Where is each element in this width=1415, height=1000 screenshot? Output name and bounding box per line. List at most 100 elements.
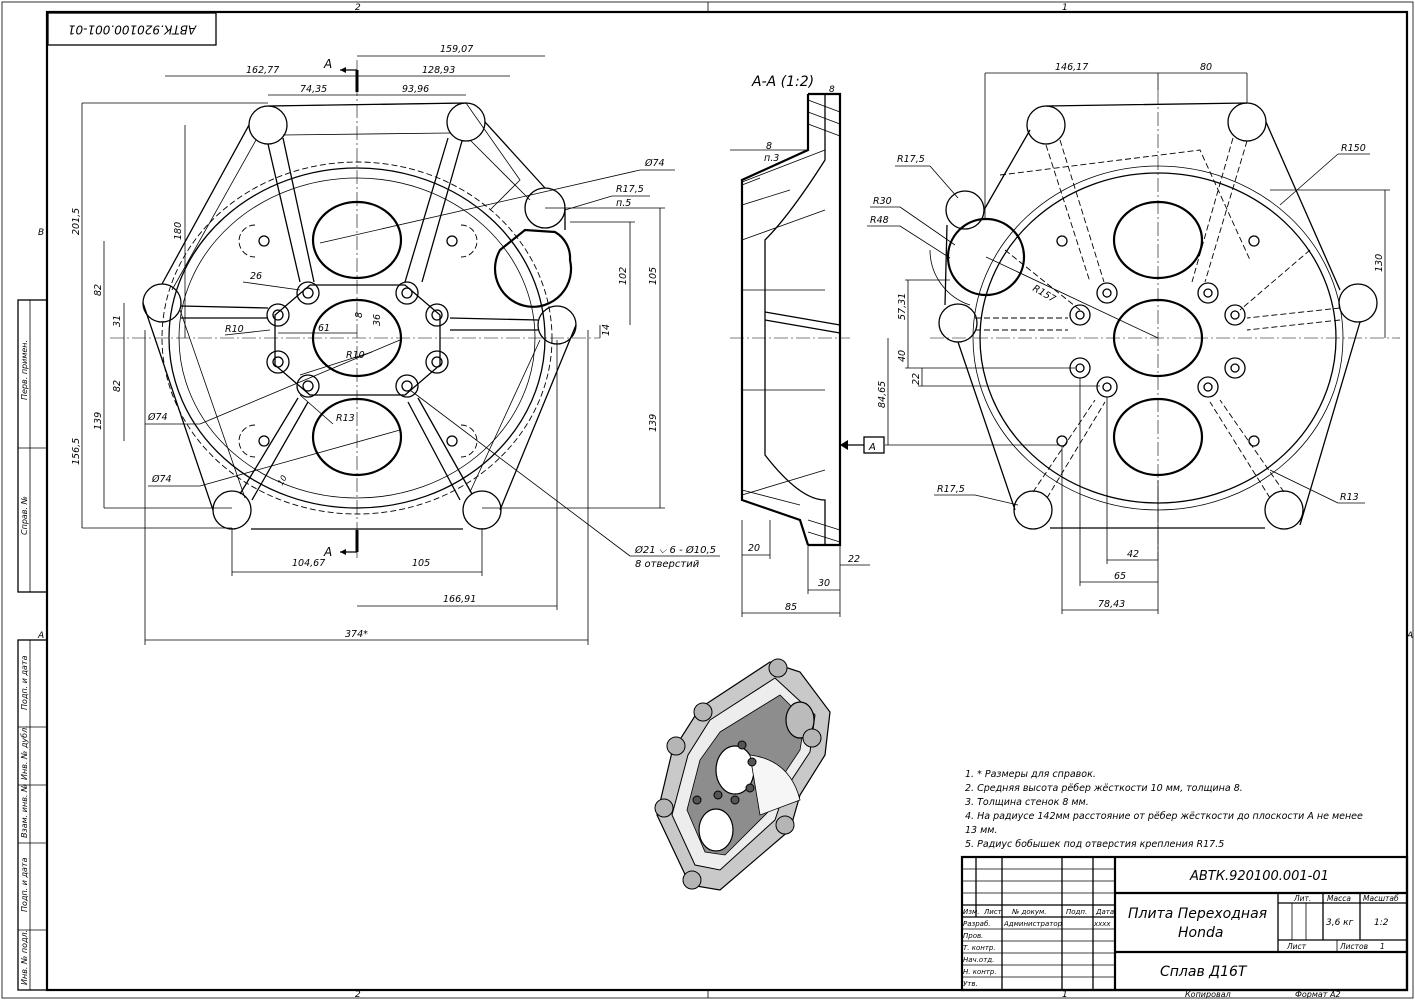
note-2: 2. Средняя высота рёбер жёсткости 10 мм,… [965, 783, 1243, 794]
strip-label-2: Справ. № [20, 496, 29, 535]
rdim-80: 80 [1200, 62, 1212, 73]
tb-col-lit: Лит. [1293, 894, 1311, 903]
isometric-view [654, 658, 831, 891]
dim-93-96: 93,96 [402, 84, 429, 95]
rdim-r150: R150 [1341, 143, 1366, 154]
tb-h-date: Дата [1095, 908, 1114, 916]
rear-view-dims: 146,17 80 R150 R17,5 R30 R48 R157 130 57… [867, 62, 1390, 614]
section-title-sub: 8 [829, 85, 835, 95]
dim-139-right: 139 [648, 414, 659, 432]
section-mark-top: A [323, 57, 332, 71]
dim-162-77: 162,77 [246, 65, 279, 76]
strip-label-1: Перв. примен. [20, 340, 29, 400]
rdim-130: 130 [1374, 254, 1385, 272]
tb-r-nachotd: Нач.отд. [963, 956, 994, 964]
zone-label-side-b: B [38, 228, 44, 238]
note-3: 3. Толщина стенок 8 мм. [965, 797, 1089, 808]
rdim-65: 65 [1114, 571, 1126, 582]
stamp-box [47, 12, 217, 46]
sec-dim-30: 30 [818, 578, 830, 589]
dim-10: 10 [276, 474, 289, 487]
tb-format: Формат A2 [1295, 990, 1341, 999]
zone-label-side-a: A [37, 631, 44, 641]
rdim-r48: R48 [870, 215, 889, 226]
hole-note-1: Ø21 ⌵ 6 - Ø10,5 [634, 544, 716, 556]
note-5: 5. Радиус бобышек под отверстия креплени… [965, 839, 1224, 850]
front-view: A A [110, 57, 600, 560]
tb-developer: Администратор [1003, 920, 1063, 928]
tb-r-nkontr: Н. контр. [963, 968, 997, 976]
note-1: 1. * Размеры для справок. [965, 769, 1096, 780]
dim-31: 31 [112, 315, 123, 327]
rdim-r17-5-bottom: R17,5 [937, 484, 965, 495]
dim-61: 61 [318, 323, 330, 334]
stamp-code: АВТК.920100.001-01 [68, 23, 197, 37]
rdim-r17-5-top: R17,5 [897, 154, 925, 165]
rdim-78-43: 78,43 [1098, 599, 1125, 610]
dim-82-top: 82 [93, 284, 104, 296]
dim-102: 102 [618, 267, 629, 285]
rear-view [929, 90, 1400, 560]
tb-mass: 3,6 кг [1326, 918, 1354, 928]
sec-dim-22: 22 [848, 554, 860, 565]
tb-name-2: Honda [1178, 925, 1223, 941]
rdim-r30: R30 [873, 196, 892, 207]
dim-156-5: 156,5 [71, 438, 82, 465]
dim-166-91: 166,91 [443, 594, 476, 605]
strip-label-6: Подп. и дата [20, 857, 29, 912]
zone-label-top-2: 2 [355, 3, 361, 13]
dim-82-bottom: 82 [112, 380, 123, 392]
note-4-cont: 13 мм. [965, 825, 997, 836]
strip-label-3: Подп. и дата [20, 655, 29, 710]
tb-h-izm: Изм. [963, 908, 979, 916]
dim-d74-bottom: Ø74 [151, 474, 172, 485]
technical-notes: 1. * Размеры для справок. 2. Средняя выс… [965, 769, 1363, 850]
rdim-22: 22 [911, 373, 922, 385]
tb-h-list: Лист [983, 908, 1003, 916]
dim-8: 8 [354, 312, 365, 318]
dim-r10-left: R10 [225, 324, 244, 335]
zone-label-bottom-1: 1 [1062, 990, 1068, 1000]
front-view-dims: 162,77 74,35 159,07 128,93 93,96 201,5 1… [71, 44, 720, 645]
tb-r-razrab: Разраб. [963, 920, 991, 928]
rdim-146-17: 146,17 [1055, 62, 1088, 73]
section-mark-bottom: A [323, 545, 332, 559]
tb-r-prov: Пров. [963, 932, 983, 940]
rdim-84-65: 84,65 [877, 381, 888, 408]
zone-label-bottom-2: 2 [355, 990, 361, 1000]
sec-dim-8: 8 [766, 141, 772, 152]
dim-r17-5: R17,5 [616, 184, 644, 195]
dim-104-67: 104,67 [292, 558, 325, 569]
title-block: АВТК.920100.001-01 Плита Переходная Hond… [960, 855, 1409, 999]
dim-26: 26 [250, 271, 262, 282]
dim-159-07: 159,07 [440, 44, 473, 55]
rdim-57-31: 57,31 [897, 293, 908, 320]
dim-r13: R13 [336, 413, 355, 424]
tb-h-doc: № докум. [1011, 908, 1047, 916]
strip-label-5: Взам. инв. № [20, 784, 29, 838]
datum-a: A [868, 442, 876, 453]
dim-105-right: 105 [648, 267, 659, 285]
strip-label-7: Инв. № подл. [20, 930, 29, 985]
dim-105-bottom: 105 [412, 558, 430, 569]
section-view: A-A (1:2) 8 8 п.3 20 22 30 85 A [730, 74, 885, 617]
dim-d74-top: Ø74 [644, 158, 665, 169]
tb-sheets-count: 1 [1380, 942, 1385, 951]
dim-180: 180 [173, 222, 184, 240]
dim-d74-left: Ø74 [147, 412, 168, 423]
dim-139-left: 139 [93, 412, 104, 430]
tb-designation: АВТК.920100.001-01 [1189, 869, 1329, 884]
tb-r-tkontr: Т. контр. [963, 944, 996, 952]
dim-201-5: 201,5 [71, 208, 82, 235]
note-4: 4. На радиусе 142мм расстояние от рёбер … [965, 811, 1363, 822]
tb-sheet: Лист [1286, 942, 1307, 951]
tb-name-1: Плита Переходная [1128, 906, 1267, 922]
tb-col-mass: Масса [1327, 894, 1351, 903]
tb-h-sign: Подп. [1066, 908, 1087, 916]
rdim-r13: R13 [1340, 492, 1359, 503]
dim-p5: п.5 [616, 198, 631, 209]
zone-label-top-1: 1 [1062, 3, 1068, 13]
sec-dim-p3: п.3 [764, 153, 779, 164]
